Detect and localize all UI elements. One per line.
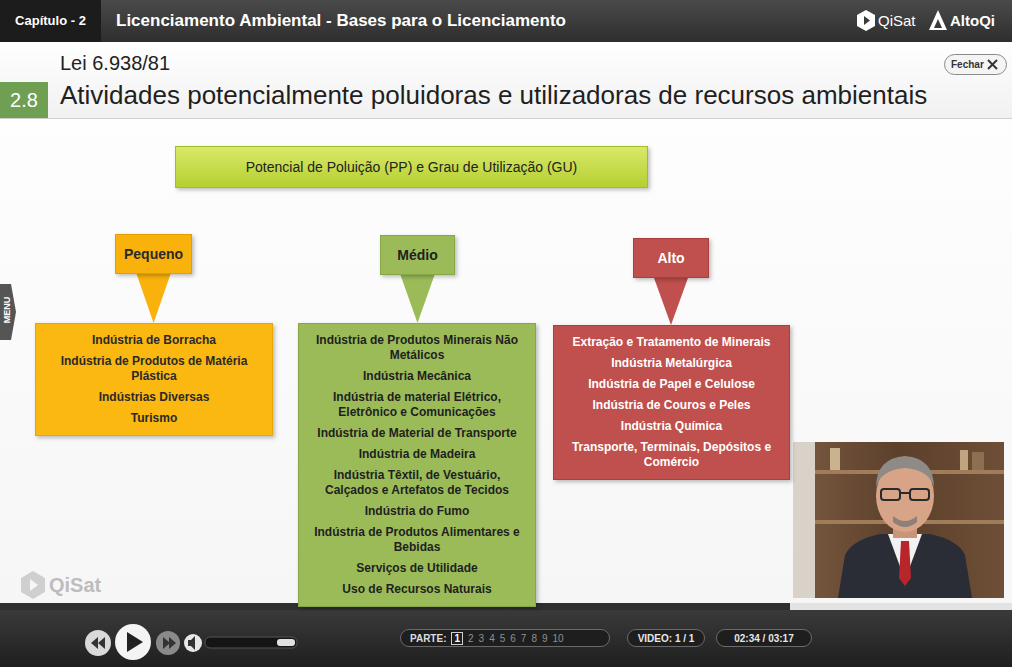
chapter-label: Capítulo - 2 (0, 0, 101, 42)
part-number: 4 (489, 633, 495, 644)
close-x-icon (988, 60, 997, 69)
activity-item: Serviços de Utilidade (311, 561, 523, 576)
qisat-logo-text: QiSat (878, 12, 916, 29)
chapter-tab (0, 0, 101, 42)
category-label: Alto (657, 250, 684, 266)
part-number: 9 (542, 633, 548, 644)
altoqi-logo-text: AltoQi (950, 12, 995, 29)
forward-button (156, 631, 180, 655)
time-counter: 02:34 / 03:17 (734, 633, 794, 644)
close-label: Fechar (951, 59, 984, 70)
activity-item: Indústria do Fumo (311, 504, 523, 519)
play-button (115, 624, 151, 660)
arrow-connector (401, 275, 435, 323)
activity-list: Indústria de BorrachaIndústria de Produt… (35, 323, 273, 436)
part-number: 2 (468, 633, 474, 644)
volume-control (184, 634, 297, 652)
category-box: Alto (633, 238, 709, 278)
law-reference: Lei 6.938/81 (60, 52, 170, 75)
section-number: 2.8 (0, 82, 48, 118)
category-label: Médio (397, 247, 437, 263)
rewind-button (85, 630, 111, 656)
arrow-connector (137, 274, 171, 323)
activity-item: Uso de Recursos Naturais (311, 582, 523, 597)
video-pill: VIDEO: 1 / 1 (627, 629, 705, 647)
activity-item: Indústria de material Elétrico, Eletrôni… (311, 390, 523, 420)
activity-item: Indústria Química (566, 419, 777, 434)
part-number: 5 (500, 633, 506, 644)
watermark-icon (21, 571, 45, 599)
section-number-tab (0, 82, 48, 118)
category-label: Pequeno (124, 246, 183, 262)
activity-item: Transporte, Terminais, Depósitos e Comér… (566, 440, 777, 470)
activity-list: Indústria de Produtos Minerais Não Metál… (298, 323, 536, 607)
activity-item: Indústria de Couros e Peles (566, 398, 777, 413)
part-number: 7 (521, 633, 527, 644)
heading-text: Potencial de Poluição (PP) e Grau de Uti… (246, 159, 577, 175)
activity-list: Extração e Tratamento de MineraisIndústr… (553, 325, 790, 480)
close-button (945, 55, 1007, 75)
heading-band (0, 42, 1012, 118)
part-number: 1 (451, 632, 463, 645)
video-counter: VIDEO: 1 / 1 (638, 633, 695, 644)
arrow-connector (654, 278, 688, 325)
category-box: Pequeno (115, 234, 192, 274)
part-number: 6 (510, 633, 516, 644)
part-number: 8 (531, 633, 537, 644)
menu-tab (0, 284, 16, 340)
heading-box: Potencial de Poluição (PP) e Grau de Uti… (175, 146, 648, 188)
activity-item: Indústria de Papel e Celulose (566, 377, 777, 392)
activity-item: Turismo (48, 411, 260, 426)
player-bar (0, 610, 1012, 667)
activity-item: Indústria de Madeira (311, 447, 523, 462)
activity-item: Indústria de Material de Transporte (311, 426, 523, 441)
category-box: Médio (380, 235, 455, 275)
part-number: 10 (553, 633, 564, 644)
qisat-logo-icon (857, 10, 875, 31)
slide-title: Atividades potencialmente poluidoras e u… (60, 80, 927, 111)
activity-item: Indústria de Borracha (48, 333, 260, 348)
altoqi-logo-icon (929, 10, 947, 30)
heading-rule (0, 118, 1012, 119)
part-number: 3 (479, 633, 485, 644)
top-bar (0, 0, 1012, 42)
course-title: Licenciamento Ambiental - Bases para o L… (116, 11, 566, 31)
watermark: QiSat (49, 574, 101, 597)
activity-item: Indústria Metalúrgica (566, 356, 777, 371)
activity-item: Extração e Tratamento de Minerais (566, 335, 777, 350)
activity-item: Indústrias Diversas (48, 390, 260, 405)
activity-item: Indústria Mecânica (311, 369, 523, 384)
activity-item: Indústria Têxtil, de Vestuário, Calçados… (311, 468, 523, 498)
presenter-video (793, 442, 1004, 598)
parts-caption: PARTE: (410, 633, 446, 644)
activity-item: Indústria de Produtos Alimentares e Bebi… (311, 525, 523, 555)
content-ground (0, 42, 1012, 610)
time-pill: 02:34 / 03:17 (716, 629, 812, 647)
activity-item: Indústria de Produtos de Matéria Plástic… (48, 354, 260, 384)
activity-item: Indústria de Produtos Minerais Não Metál… (311, 333, 523, 363)
parts-pill: PARTE: 123456789 10 (400, 629, 610, 647)
menu-label: MENU (2, 290, 12, 330)
